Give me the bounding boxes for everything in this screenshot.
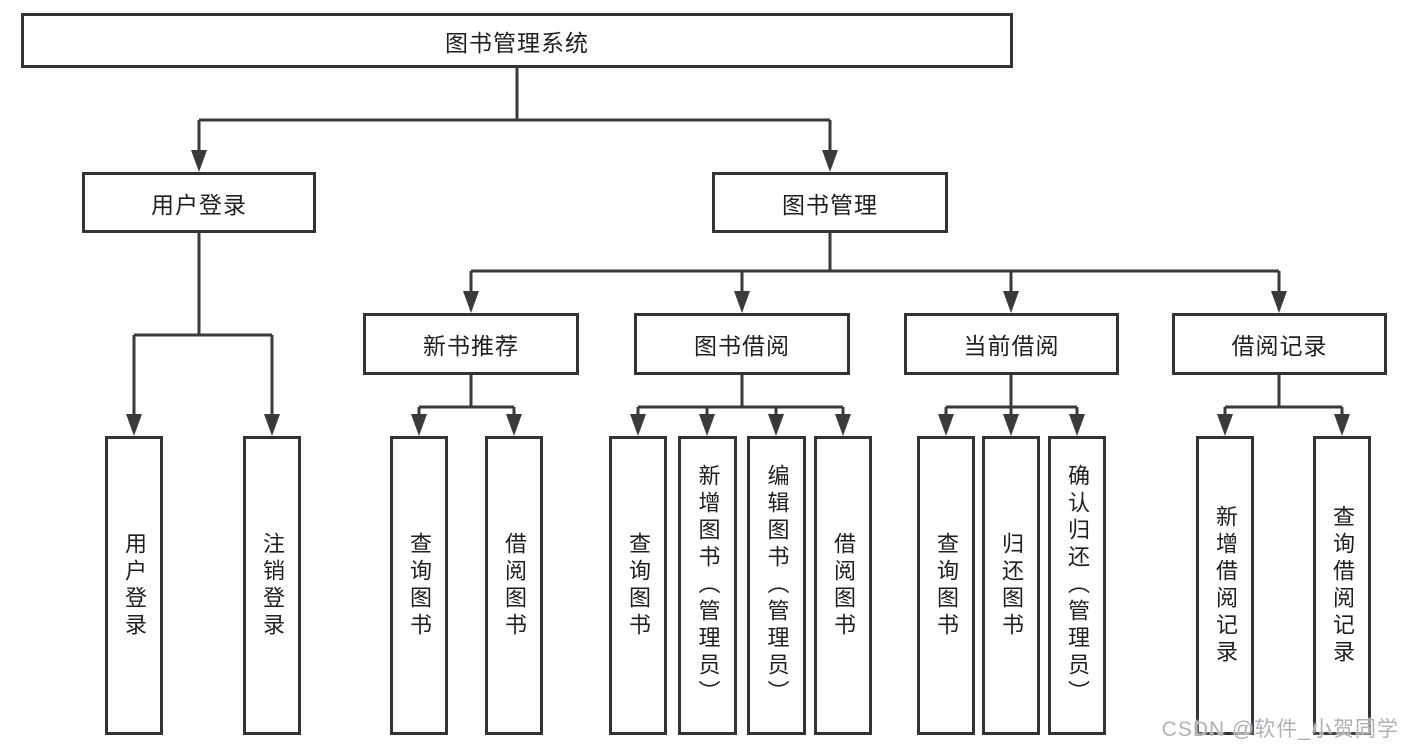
arrowhead [699,414,715,436]
node-user-login: 用户登录 [82,172,316,233]
tree-edges [132,68,1344,416]
node-root: 图书管理系统 [21,13,1013,68]
leaf-return-books: 归还图书 [982,436,1040,735]
arrowhead [1069,414,1085,436]
leaf-query-books-borrow: 查询图书 [609,436,667,735]
leaf-edit-books-admin: 编辑图书（管理员） [747,436,806,735]
arrowhead [768,414,784,436]
arrowheads [126,150,1350,436]
edge-current-to-leaves [944,375,1079,416]
leaf-logout: 注销登录 [243,436,301,735]
leaf-confirm-return-admin: 确认归还（管理员） [1048,436,1106,735]
arrowhead [126,414,142,436]
arrowhead [938,414,954,436]
leaf-query-books-recommend: 查询图书 [390,436,448,735]
arrowhead [1217,414,1233,436]
arrowhead [506,414,522,436]
arrowhead [1003,291,1019,313]
arrowhead [1003,414,1019,436]
leaf-borrow-books-borrow: 借阅图书 [814,436,872,735]
node-new-book-recommend: 新书推荐 [363,313,579,375]
csdn-watermark: CSDN @软件_小贺同学 [1161,718,1399,741]
arrowhead [734,291,750,313]
arrowhead [463,291,479,313]
node-borrow-records: 借阅记录 [1172,313,1387,375]
arrowhead [1334,414,1350,436]
edge-bookmgmt-to-level3 [469,233,1281,293]
arrowhead [630,414,646,436]
leaf-borrow-books-recommend: 借阅图书 [485,436,543,735]
leaf-query-books-current: 查询图书 [917,436,975,735]
node-book-borrow: 图书借阅 [634,313,850,375]
arrowhead [264,414,280,436]
leaf-query-borrow-record: 查询借阅记录 [1313,436,1371,735]
edge-recommend-to-leaves [417,375,516,416]
edge-borrow-to-leaves [636,375,845,416]
arrowhead [191,150,207,172]
arrowhead [822,150,838,172]
arrowhead [835,414,851,436]
edge-userlogin-to-leaves [132,233,274,416]
arrowhead [411,414,427,436]
edge-root-to-level2 [197,68,832,152]
leaf-add-borrow-record: 新增借阅记录 [1196,436,1254,735]
node-current-borrow: 当前借阅 [904,313,1119,375]
leaf-user-login: 用户登录 [105,436,163,735]
leaf-add-books-admin: 新增图书（管理员） [678,436,737,735]
arrowhead [1271,291,1287,313]
node-book-management: 图书管理 [712,172,948,233]
edge-records-to-leaves [1223,375,1344,416]
